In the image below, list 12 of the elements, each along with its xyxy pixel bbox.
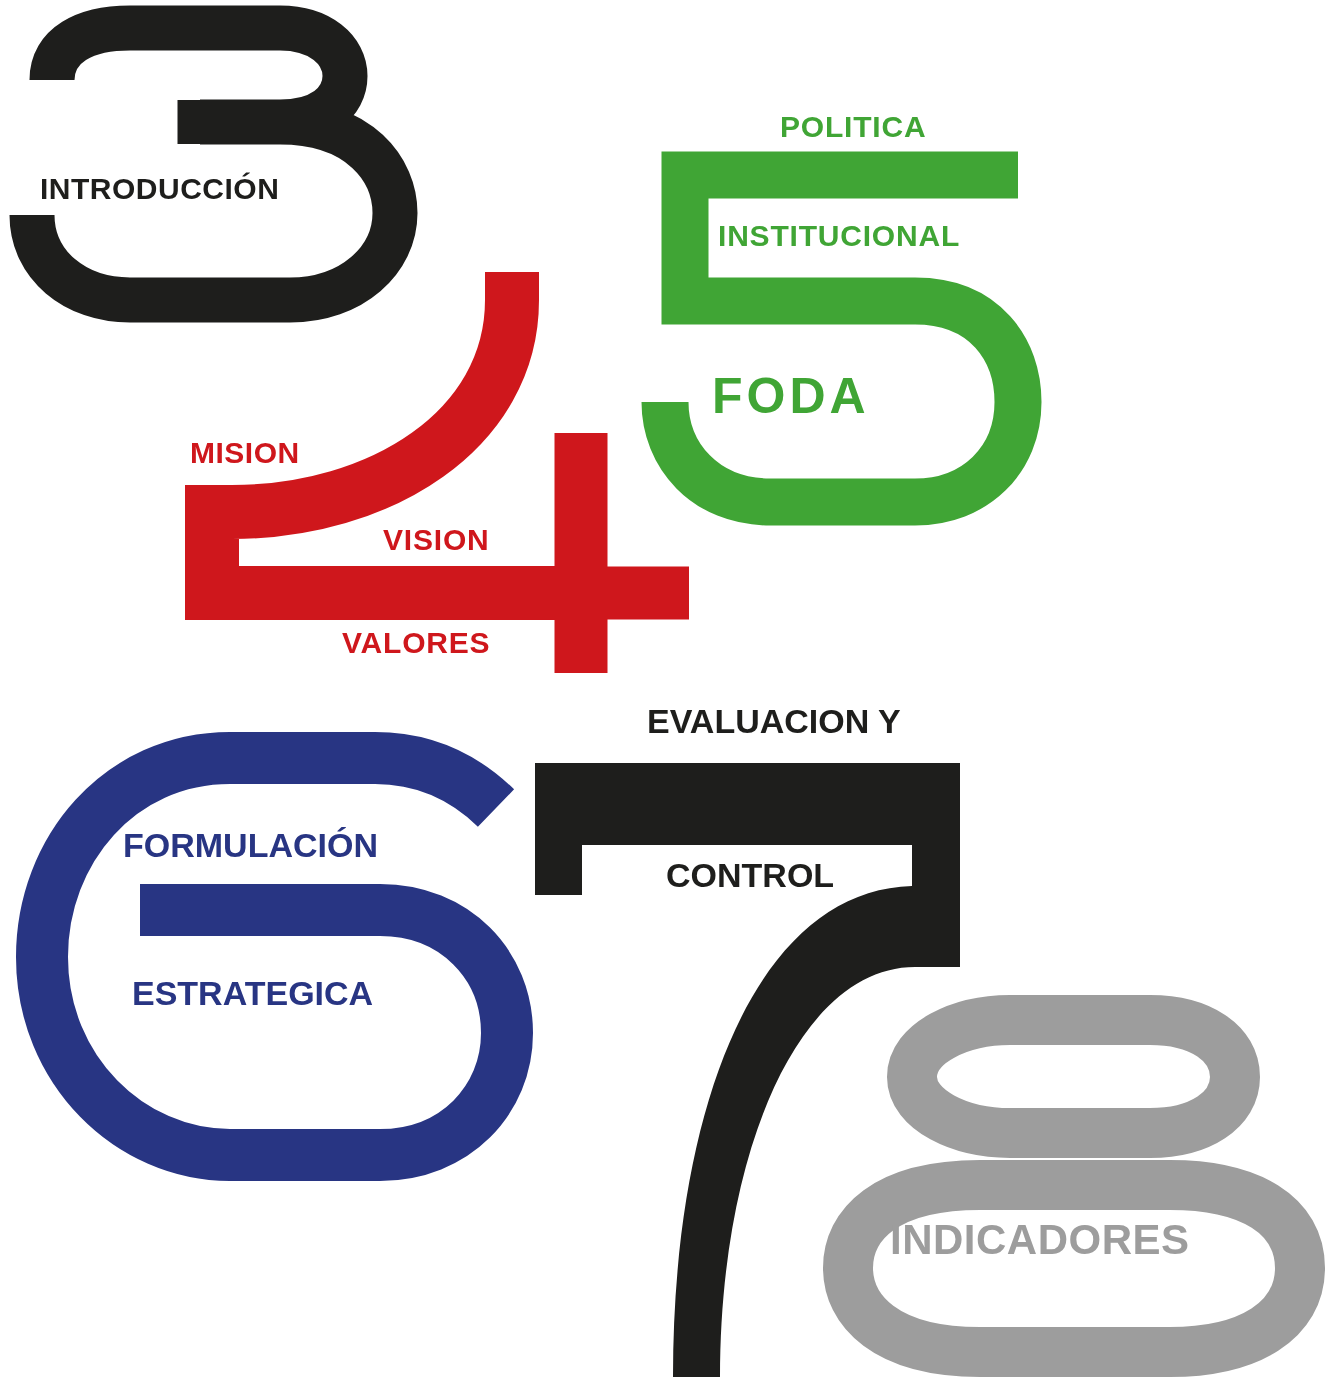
numeral-label: VALORES	[342, 628, 491, 658]
numeral-label: FODA	[712, 371, 870, 421]
numeral-label: INSTITUCIONAL	[718, 221, 961, 251]
numeral-label: EVALUACION Y	[647, 704, 901, 738]
numeral-label: INDICADORES	[890, 1219, 1190, 1261]
numeral-label: CONTROL	[666, 858, 835, 892]
numeral-label: MISION	[190, 438, 300, 468]
numeral-label: ESTRATEGICA	[132, 976, 374, 1010]
numeral-label: POLITICA	[780, 112, 927, 142]
numeral-label: INTRODUCCIÓN	[40, 174, 280, 204]
numeral-label: FORMULACIÓN	[123, 828, 378, 862]
numeral-label: VISION	[383, 525, 490, 555]
